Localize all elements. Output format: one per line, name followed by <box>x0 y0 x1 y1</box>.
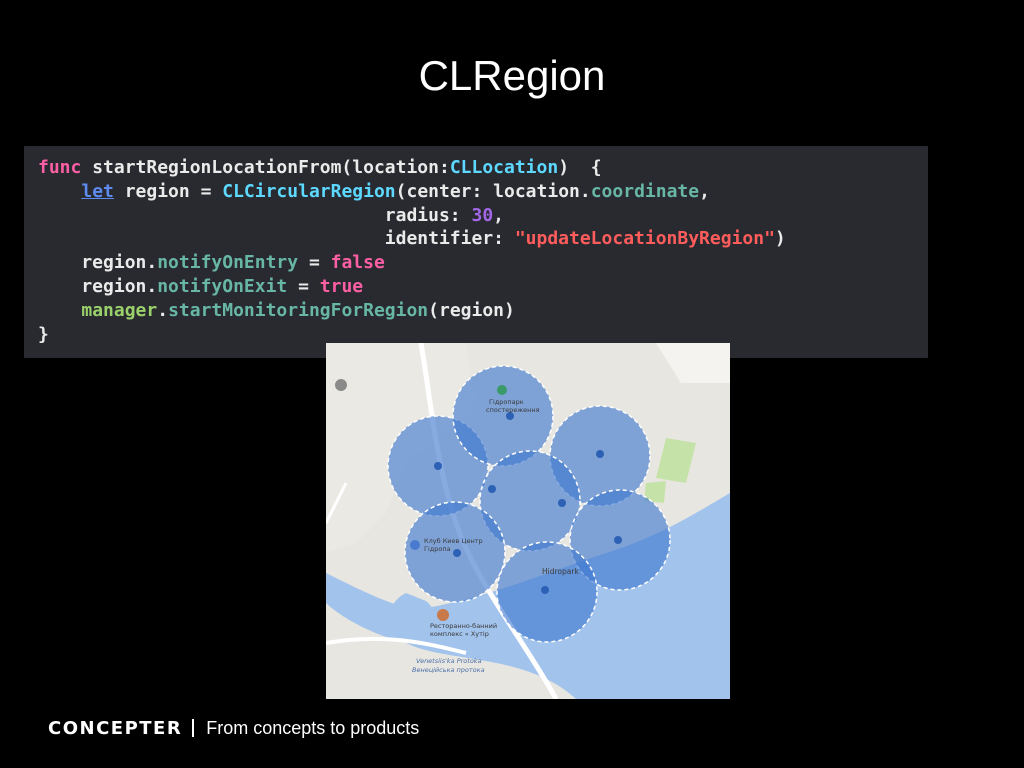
brand-logo: CONCEPTER <box>48 717 183 739</box>
code-token: = <box>287 275 320 297</box>
code-line: identifier: "updateLocationByRegion") <box>38 227 928 251</box>
region-circle <box>452 365 554 467</box>
code-token: } <box>38 323 49 345</box>
code-token: notifyOnExit <box>157 275 288 297</box>
code-token: region = <box>113 180 223 202</box>
region-center-dot <box>558 499 566 507</box>
region-center-dot <box>541 586 549 594</box>
code-token: region. <box>38 252 158 274</box>
code-line: } <box>38 323 928 347</box>
map-road <box>326 482 348 524</box>
slide-title: CLRegion <box>418 52 606 99</box>
code-token: true <box>319 275 364 297</box>
code-token: let <box>81 180 114 202</box>
map-image: Гідропарк спостереження Клуб Киев Центр … <box>326 343 730 699</box>
code-token: 30 <box>471 204 494 226</box>
footer-tagline: From concepts to products <box>206 717 420 738</box>
map-park <box>644 481 666 503</box>
code-token: CLLocation <box>449 157 559 178</box>
code-line: manager.startMonitoringForRegion(region) <box>38 299 928 323</box>
code-line: func startRegionLocationFrom(location:CL… <box>38 156 928 180</box>
code-line: let region = CLCircularRegion(center: lo… <box>38 180 928 204</box>
code-token: (center: location. <box>395 180 591 202</box>
code-token: , <box>699 180 710 202</box>
code-line: region.notifyOnEntry = false <box>38 251 928 275</box>
code-token <box>38 300 81 321</box>
map-svg: Гідропарк спостереження Клуб Киев Центр … <box>326 343 730 699</box>
code-token: false <box>330 252 385 274</box>
map-road <box>656 343 730 383</box>
map-label: Hidropark <box>542 567 579 576</box>
map-label: Гідропарк <box>489 398 524 406</box>
code-token: , <box>493 204 505 226</box>
code-token: CLCircularRegion <box>222 180 396 202</box>
map-park <box>656 438 696 483</box>
code-token <box>38 181 81 202</box>
map-water <box>392 593 435 629</box>
region-center-dot <box>614 536 622 544</box>
region-center-dot <box>596 450 604 458</box>
map-pin-icon <box>410 540 420 550</box>
code-token: ) { <box>558 157 602 178</box>
map-label: Ресторанно-банний <box>430 622 497 630</box>
code-token: (region) <box>428 299 515 321</box>
code-token: ) <box>774 228 786 250</box>
map-label: спостереження <box>486 406 540 414</box>
map-label: комплекс « Хутір <box>430 630 489 638</box>
map-pin-icon <box>497 385 507 395</box>
code-token: region. <box>38 275 158 297</box>
code-snippet: func startRegionLocationFrom(location:CL… <box>24 146 928 358</box>
map-road <box>326 636 467 655</box>
code-token: = <box>298 252 331 274</box>
code-token: manager <box>81 299 158 321</box>
code-line: region.notifyOnExit = true <box>38 275 928 299</box>
map-label: Venetsiis'ka Protoka <box>416 657 482 665</box>
code-token: identifier: <box>38 228 515 250</box>
code-line: radius: 30, <box>38 204 928 228</box>
code-token: startRegionLocationFrom(location: <box>92 157 450 178</box>
code-token: . <box>157 299 169 321</box>
code-token: notifyOnEntry <box>157 252 299 274</box>
region-center-dot <box>488 485 496 493</box>
region-center-dot <box>453 549 461 557</box>
code-token: func <box>38 157 93 178</box>
footer-divider <box>192 719 195 737</box>
map-label: Гідропа <box>424 545 451 553</box>
region-center-dot <box>434 462 442 470</box>
map-pin-icon <box>437 609 449 621</box>
region-center-dot <box>506 412 514 420</box>
map-label: Клуб Киев Центр <box>424 537 483 545</box>
footer: CONCEPTER From concepts to products <box>48 716 419 740</box>
code-token: radius: <box>38 204 472 226</box>
map-label: Венеційська протока <box>412 666 485 674</box>
code-token: startMonitoringForRegion <box>168 299 429 321</box>
code-token: coordinate <box>590 180 700 202</box>
code-token: "updateLocationByRegion" <box>514 228 775 250</box>
map-pin-icon <box>335 379 347 391</box>
